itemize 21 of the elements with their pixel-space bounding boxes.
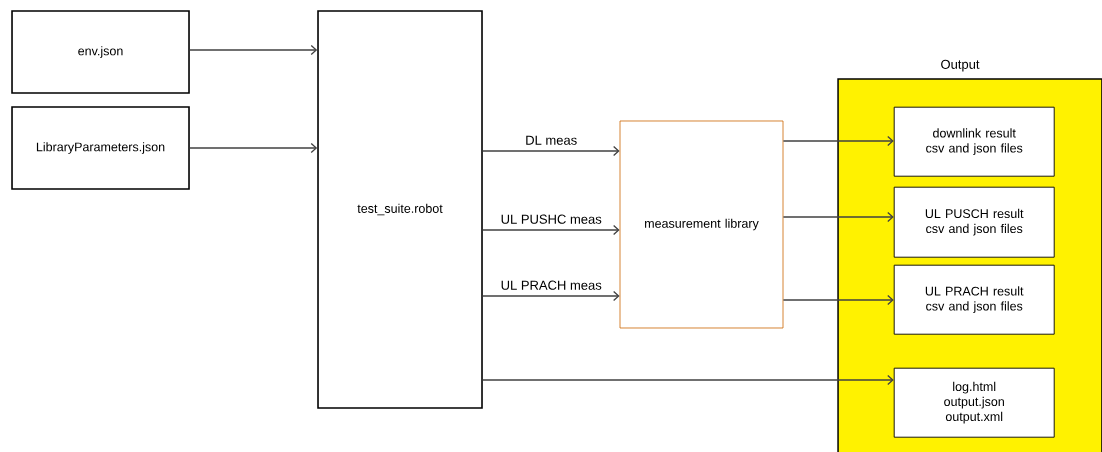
file-box: env.json xyxy=(11,10,190,94)
node-label: Output xyxy=(941,59,980,72)
file-box: test_suite.robot xyxy=(317,10,483,409)
file-box: LibraryParameters.json xyxy=(11,106,190,190)
file-box: log.html output.json output.xml xyxy=(893,367,1055,438)
edge-label: UL PRACH meas xyxy=(499,279,603,291)
edge-label: DL meas xyxy=(524,134,579,146)
arrow xyxy=(482,224,620,236)
arrow xyxy=(782,294,894,306)
file-box: UL PUSCH result csv and json files xyxy=(893,186,1055,258)
file-box: UL PRACH result csv and json files xyxy=(893,264,1055,335)
library-box: measurement library xyxy=(619,120,784,329)
arrow xyxy=(782,135,894,147)
edge-label: UL PUSHC meas xyxy=(499,213,603,225)
arrow xyxy=(189,142,318,154)
arrow xyxy=(482,290,620,302)
arrow xyxy=(482,374,894,386)
file-box: downlink result csv and json files xyxy=(893,106,1055,177)
arrow xyxy=(782,211,894,223)
arrow xyxy=(189,44,318,56)
arrow xyxy=(482,145,620,157)
